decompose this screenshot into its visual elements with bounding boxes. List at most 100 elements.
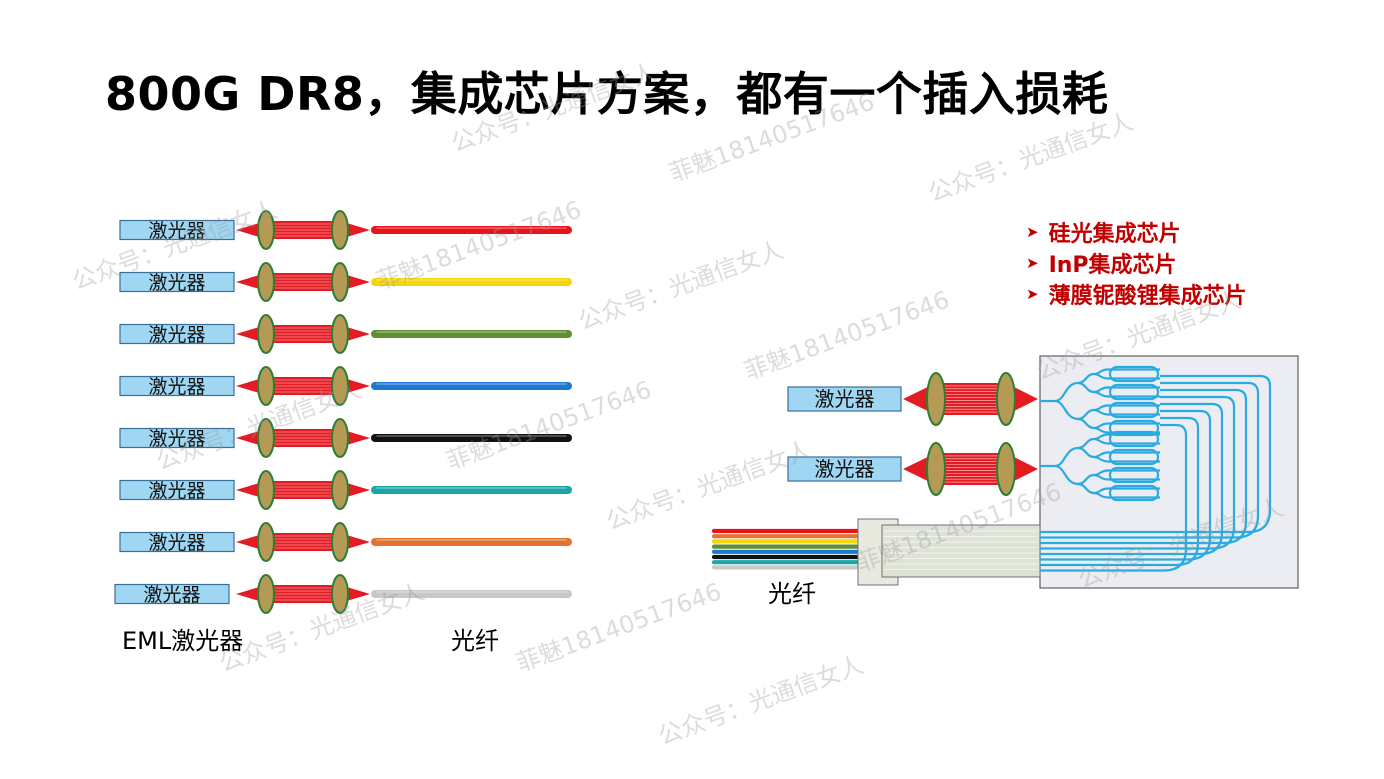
waveguide bbox=[1077, 381, 1095, 394]
waveguide bbox=[1040, 416, 1200, 567]
left-caption-fiber: 光纤 bbox=[451, 627, 499, 655]
waveguide bbox=[1093, 372, 1160, 380]
light-beam bbox=[903, 453, 1038, 485]
waveguide-bundle bbox=[1040, 374, 1272, 572]
lens-icon bbox=[257, 522, 275, 562]
lens-icon bbox=[926, 442, 946, 496]
lens-icon bbox=[257, 418, 275, 458]
mmi-splitter-tree bbox=[1040, 365, 1160, 437]
legend-label: 硅光集成芯片 bbox=[1048, 221, 1181, 247]
laser-box bbox=[119, 479, 235, 501]
slide-title: 800G DR8，集成芯片方案，都有一个插入损耗 bbox=[105, 67, 1109, 121]
arrow-bullet-icon: ➤ bbox=[1026, 284, 1039, 303]
modulator-arm bbox=[1108, 484, 1160, 502]
waveguide bbox=[1093, 437, 1160, 445]
watermark-text: 公众号：光通信女人 bbox=[574, 235, 787, 335]
laser-box bbox=[119, 323, 235, 345]
waveguide bbox=[1054, 399, 1079, 421]
lens-icon bbox=[331, 574, 349, 614]
laser-label: 激光器 bbox=[148, 324, 205, 346]
lens-icon bbox=[257, 262, 275, 302]
arrow-bullet-icon: ➤ bbox=[1026, 222, 1039, 241]
modulator-arm bbox=[1108, 401, 1160, 419]
waveguide bbox=[1093, 408, 1160, 416]
lens-icon bbox=[331, 210, 349, 250]
lens-icon bbox=[257, 210, 275, 250]
waveguide bbox=[1077, 446, 1095, 459]
modulator-arm bbox=[1108, 383, 1160, 401]
legend-item: ➤InP集成芯片 bbox=[1026, 247, 1247, 278]
watermark-text: 公众号：光通信女人 bbox=[654, 650, 867, 750]
modulator-arm bbox=[1108, 466, 1160, 484]
laser-box bbox=[119, 427, 235, 449]
laser-box bbox=[119, 271, 235, 293]
waveguide bbox=[1040, 402, 1224, 556]
laser-fiber-row: 激光器 bbox=[119, 470, 572, 510]
waveguide bbox=[1040, 423, 1188, 572]
waveguide bbox=[1093, 473, 1160, 481]
waveguide bbox=[1077, 482, 1095, 495]
legend-label: 薄膜铌酸锂集成芯片 bbox=[1048, 283, 1247, 309]
waveguide bbox=[1093, 455, 1160, 463]
watermark-text: 公众号：光通信女人 bbox=[924, 107, 1137, 207]
lens-icon bbox=[331, 470, 349, 510]
modulator-arm bbox=[1108, 365, 1160, 383]
laser-fiber-row: 激光器 bbox=[119, 314, 572, 354]
light-beam bbox=[903, 383, 1038, 415]
laser-label: 激光器 bbox=[148, 220, 205, 242]
waveguide bbox=[1040, 388, 1248, 545]
laser-label: 激光器 bbox=[148, 428, 205, 450]
right-caption-fiber: 光纤 bbox=[768, 580, 816, 608]
laser-label: 激光器 bbox=[148, 272, 205, 294]
waveguide bbox=[1040, 381, 1260, 539]
chip-type-legend: ➤ 硅光集成芯片 ➤InP集成芯片 ➤ 薄膜铌酸锂集成芯片 bbox=[1026, 216, 1247, 309]
legend-item: ➤ 薄膜铌酸锂集成芯片 bbox=[1026, 278, 1247, 309]
laser-label: 激光器 bbox=[815, 387, 875, 411]
laser-box bbox=[119, 219, 235, 241]
laser-box bbox=[787, 386, 902, 412]
watermark-text: 菲魅18140517646 bbox=[665, 87, 878, 187]
legend-item: ➤ 硅光集成芯片 bbox=[1026, 216, 1247, 247]
laser-label: 激光器 bbox=[148, 532, 205, 554]
waveguide bbox=[1093, 390, 1160, 398]
left-caption-laser: EML激光器 bbox=[122, 627, 243, 655]
lens-icon bbox=[331, 366, 349, 406]
laser-label: 激光器 bbox=[143, 584, 200, 606]
laser-box bbox=[119, 531, 235, 553]
legend-label: InP集成芯片 bbox=[1048, 252, 1177, 278]
watermark-text: 菲魅18140517646 bbox=[740, 285, 953, 385]
lens-icon bbox=[331, 522, 349, 562]
laser-lens-coupler: 激光器 bbox=[787, 372, 1038, 426]
laser-lens-coupler: 激光器 bbox=[787, 442, 1038, 496]
lens-icon bbox=[257, 314, 275, 354]
mmi-splitter-tree bbox=[1040, 430, 1160, 502]
watermark-text: 公众号：光通信女人 bbox=[602, 435, 815, 535]
laser-fiber-row: 激光器 bbox=[119, 418, 572, 458]
waveguide bbox=[1054, 464, 1079, 486]
lens-icon bbox=[926, 372, 946, 426]
modulator-arm bbox=[1108, 430, 1160, 448]
modulator-arm bbox=[1108, 448, 1160, 466]
laser-box bbox=[114, 583, 230, 605]
fiber-array-block bbox=[881, 524, 1041, 578]
watermark-text: 公众号：光通信女人 bbox=[447, 57, 660, 157]
lens-icon bbox=[996, 442, 1016, 496]
laser-fiber-row: 激光器 bbox=[119, 522, 572, 562]
laser-label: 激光器 bbox=[815, 457, 875, 481]
laser-label: 激光器 bbox=[148, 480, 205, 502]
waveguide bbox=[1040, 374, 1272, 534]
lens-icon bbox=[331, 262, 349, 302]
laser-box bbox=[787, 456, 902, 482]
waveguide bbox=[1077, 417, 1095, 430]
laser-box bbox=[119, 375, 235, 397]
lens-icon bbox=[331, 314, 349, 354]
laser-fiber-row: 激光器 bbox=[114, 574, 572, 614]
lens-icon bbox=[257, 470, 275, 510]
laser-fiber-row: 激光器 bbox=[119, 366, 572, 406]
laser-label: 激光器 bbox=[148, 376, 205, 398]
lens-icon bbox=[257, 574, 275, 614]
waveguide bbox=[1093, 491, 1160, 499]
